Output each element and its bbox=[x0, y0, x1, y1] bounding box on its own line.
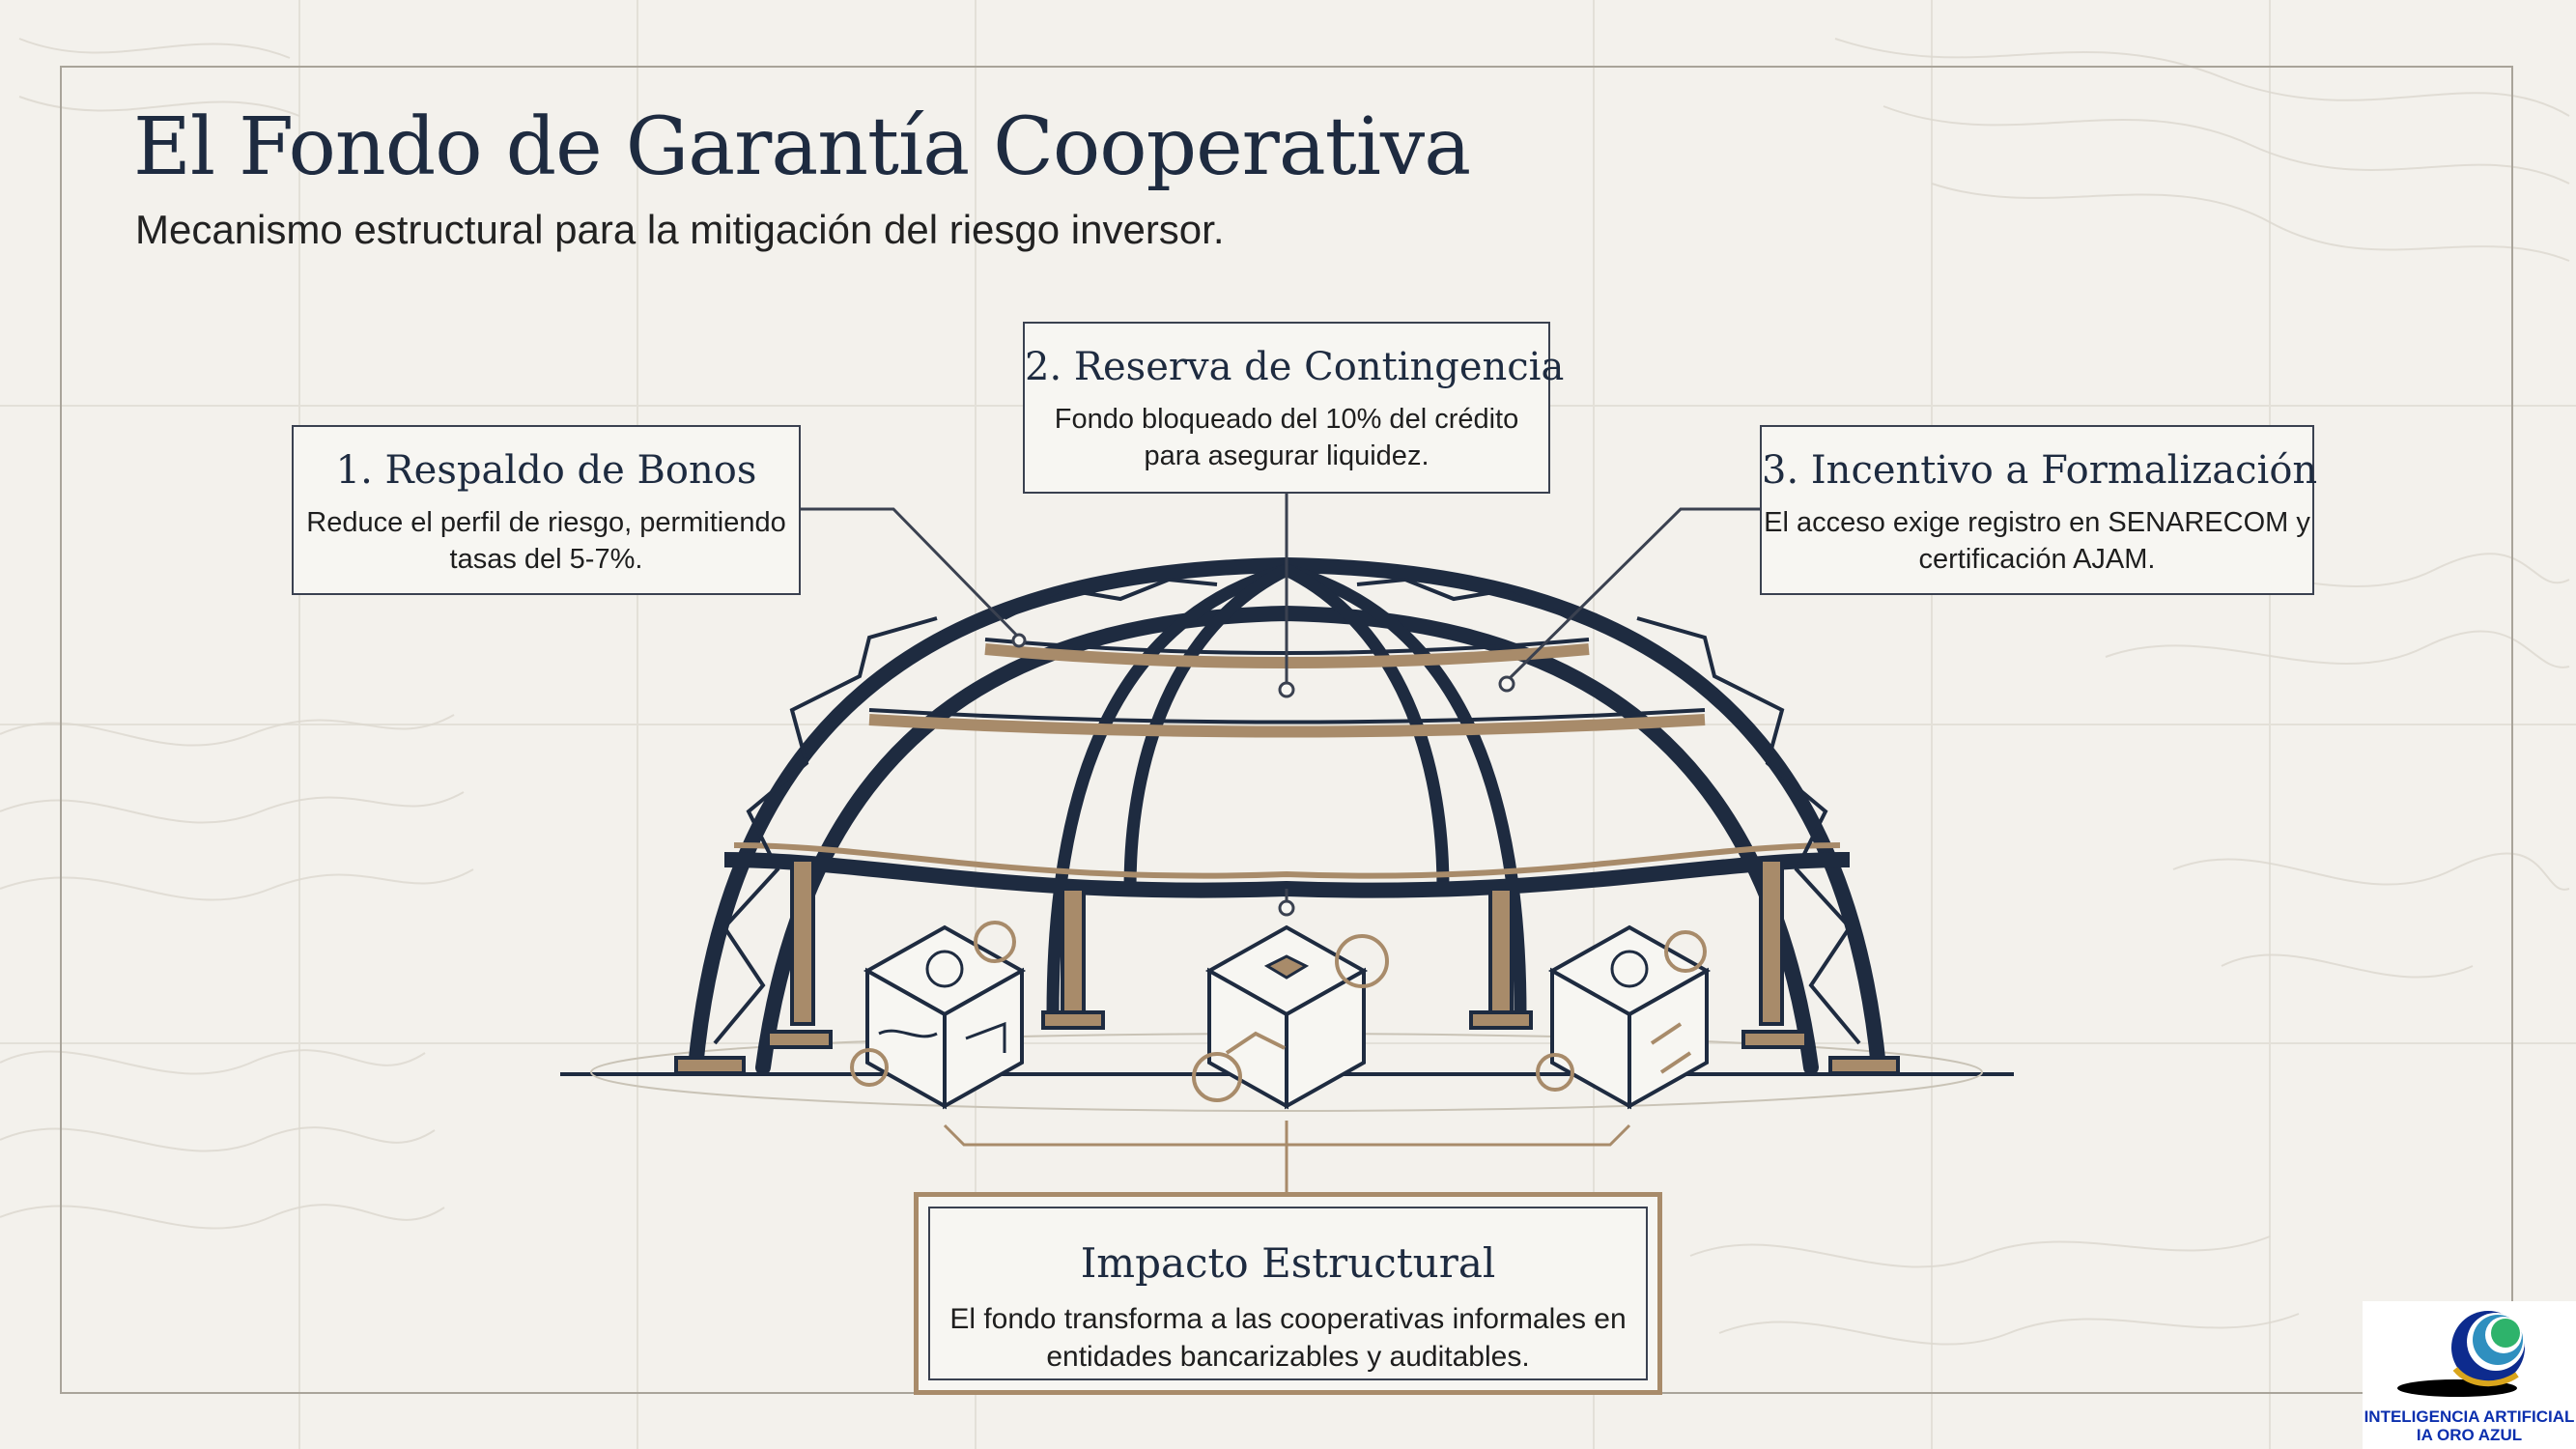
card-heading: 3. Incentivo a Formalización bbox=[1762, 448, 2318, 493]
logo-mark-icon bbox=[2397, 1311, 2525, 1397]
logo-line1: INTELIGENCIA ARTIFICIAL bbox=[2364, 1407, 2575, 1426]
card-respaldo-bonos: 1. Respaldo de Bonos Reduce el perfil de… bbox=[292, 425, 801, 595]
card-text: Fondo bloqueado del 10% del crédito para… bbox=[1054, 404, 1519, 471]
impact-text: El fondo transforma a las cooperativas i… bbox=[949, 1303, 1627, 1373]
brand-logo: INTELIGENCIA ARTIFICIAL IA ORO AZUL bbox=[2363, 1301, 2576, 1449]
logo-line2: IA ORO AZUL bbox=[2416, 1426, 2523, 1444]
card-text: El acceso exige registro en SENARECOM y … bbox=[1764, 507, 2310, 575]
impact-inner: Impacto Estructural El fondo transforma … bbox=[928, 1207, 1648, 1380]
impact-heading: Impacto Estructural bbox=[1080, 1239, 1496, 1287]
page-subtitle: Mecanismo estructural para la mitigación… bbox=[135, 207, 1225, 252]
card-reserva-contingencia: 2. Reserva de Contingencia Fondo bloquea… bbox=[1023, 322, 1565, 494]
card-incentivo-formalizacion: 3. Incentivo a Formalización El acceso e… bbox=[1760, 425, 2318, 595]
card-heading: 2. Reserva de Contingencia bbox=[1025, 345, 1565, 389]
card-heading: 1. Respaldo de Bonos bbox=[335, 448, 757, 493]
card-text: Reduce el perfil de riesgo, permitiendo … bbox=[306, 507, 786, 575]
impact-box: Impacto Estructural El fondo transforma … bbox=[914, 1192, 1662, 1395]
page-title: El Fondo de Garantía Cooperativa bbox=[133, 101, 1471, 193]
